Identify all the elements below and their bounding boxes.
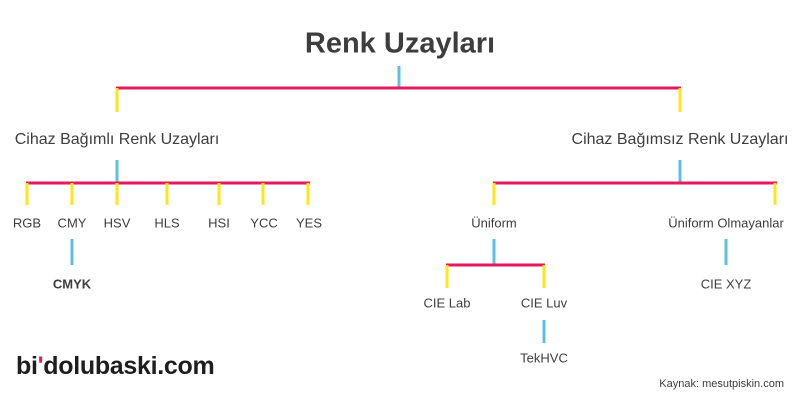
- node-hsi: HSI: [208, 215, 230, 231]
- node-uniform: Üniform: [471, 215, 517, 231]
- node-hls: HLS: [154, 215, 180, 231]
- node-cmyk: CMYK: [52, 276, 92, 292]
- node-rgb: RGB: [12, 215, 42, 231]
- source-credit: Kaynak: mesutpiskin.com: [659, 378, 784, 390]
- node-hsv: HSV: [103, 215, 131, 231]
- node-device-independent: Cihaz Bağımsız Renk Uzayları: [571, 131, 789, 148]
- brand-logo: bi'dolubaski.com: [16, 352, 215, 381]
- node-yes: YES: [295, 215, 323, 231]
- logo-suffix: dolubaski.com: [43, 352, 215, 380]
- node-cie-lab: CIE Lab: [423, 295, 471, 311]
- node-cie-luv: CIE Luv: [520, 295, 568, 311]
- logo-mark: ': [37, 352, 44, 380]
- node-tekhvc: TekHVC: [520, 350, 568, 366]
- node-device-dependent: Cihaz Bağımlı Renk Uzayları: [14, 131, 220, 148]
- node-non-uniform: Üniform Olmayanlar: [668, 215, 784, 231]
- node-cie-xyz: CIE XYZ: [700, 276, 752, 292]
- logo-prefix: bi: [16, 352, 38, 380]
- diagram-title: Renk Uzayları: [304, 27, 496, 60]
- node-cmy: CMY: [57, 215, 87, 231]
- node-ycc: YCC: [250, 215, 278, 231]
